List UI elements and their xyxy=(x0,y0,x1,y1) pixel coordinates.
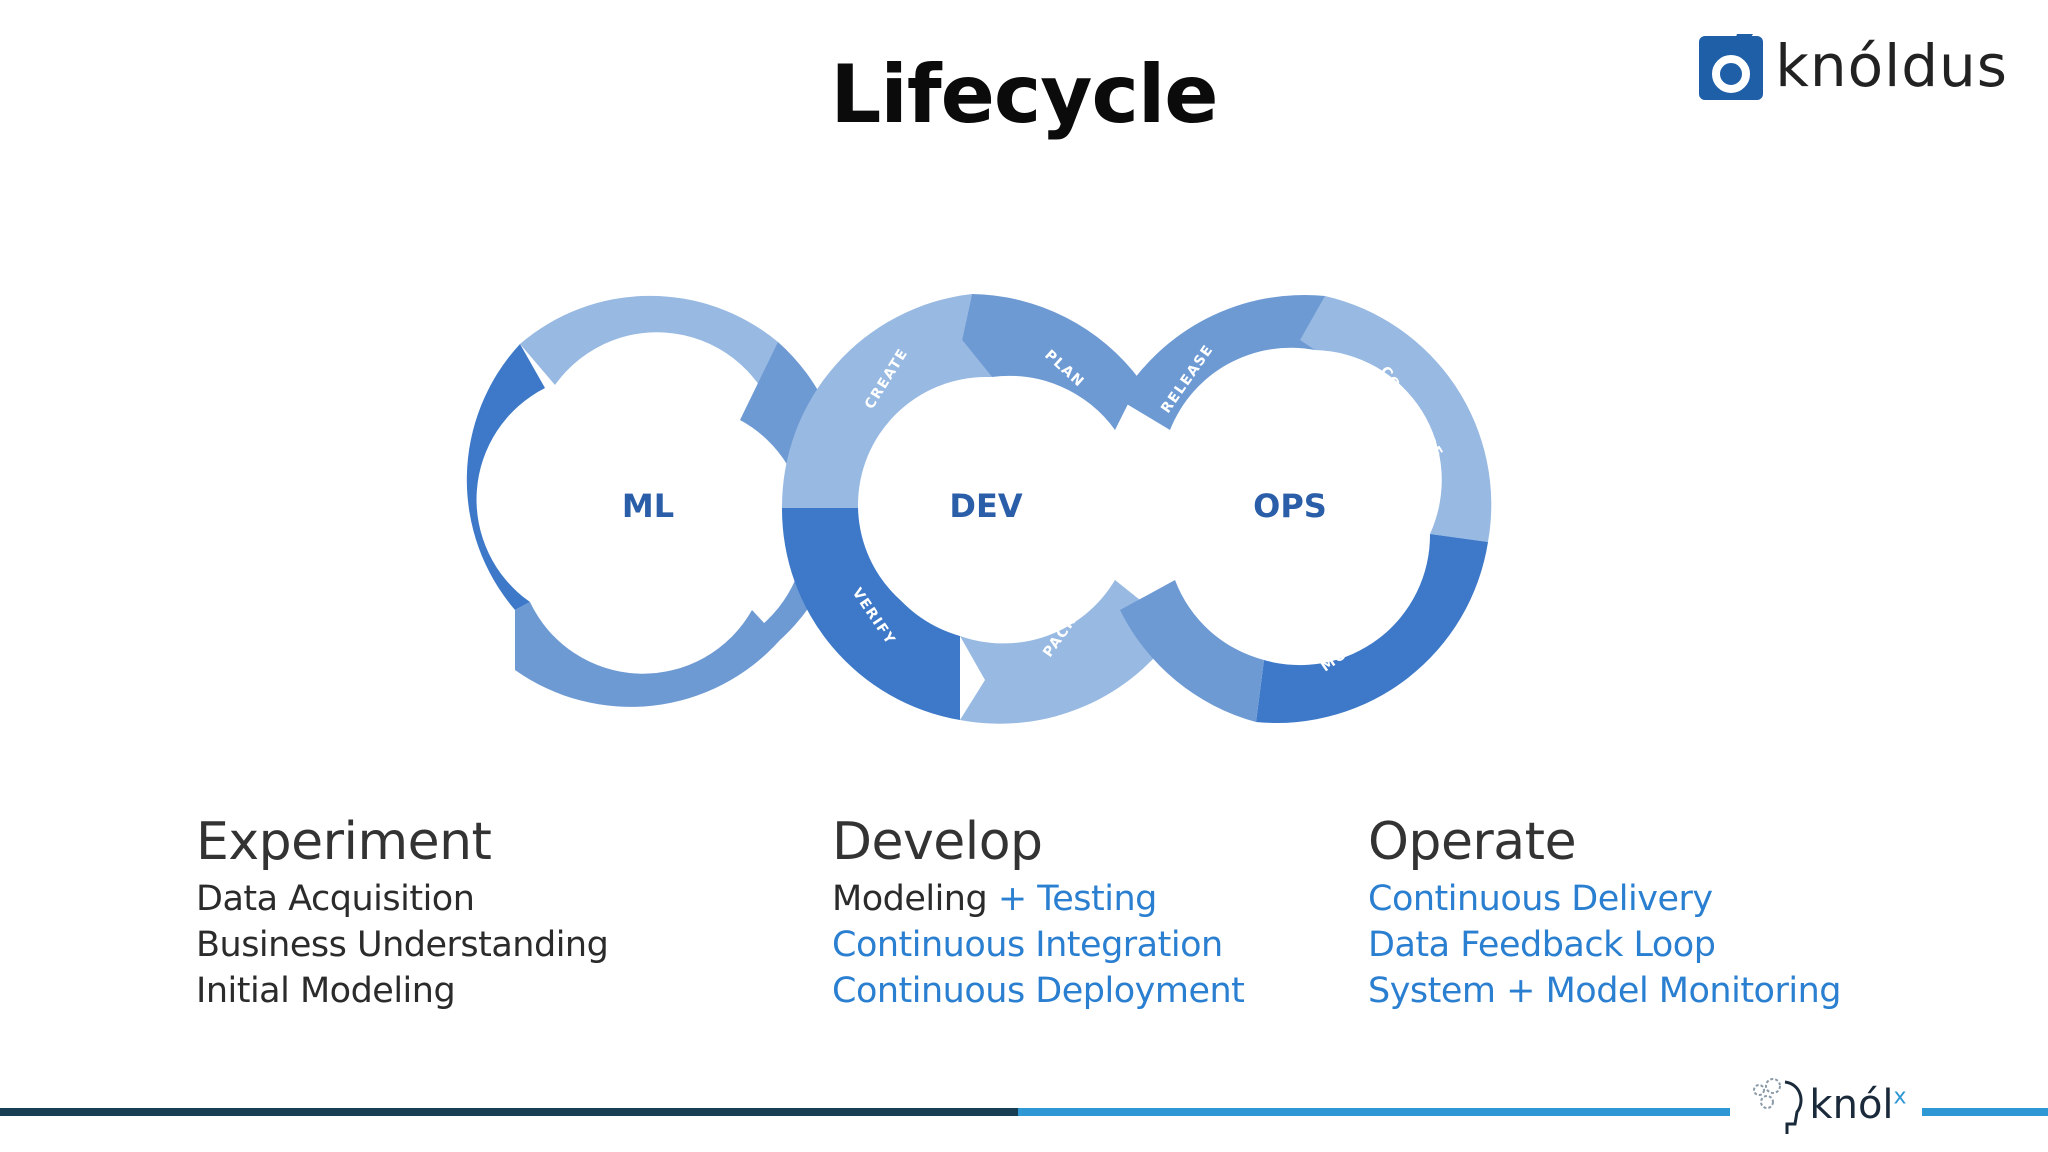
experiment-item: Initial Modeling xyxy=(196,971,456,1011)
develop-testing-text: + Testing xyxy=(987,879,1157,919)
knolx-brand: knól xyxy=(1809,1082,1894,1128)
slide-title: Lifecycle xyxy=(830,48,1218,141)
knoldus-logo: knóldus xyxy=(1699,32,2008,100)
operate-column: Operate Continuous Delivery Data Feedbac… xyxy=(1368,808,1841,1014)
operate-item: Data Feedback Loop xyxy=(1368,925,1716,965)
ops-segment-release xyxy=(1120,294,1325,430)
ops-segment-configure xyxy=(1300,296,1492,542)
knolx-brand-sup: x xyxy=(1893,1084,1907,1110)
footer-divider-light xyxy=(1018,1108,2048,1116)
experiment-heading: Experiment xyxy=(196,812,492,872)
ops-segment-monitor xyxy=(1256,534,1488,723)
dev-center-label: DEV xyxy=(949,487,1022,525)
develop-item: Continuous Deployment xyxy=(832,971,1245,1011)
dev-segment-verify xyxy=(781,508,960,720)
ops-segment-lower-left xyxy=(1120,580,1264,722)
ml-devops-lifecycle-diagram: ML DEV CREATE PLAN VERIFY PACKAGE OPS RE… xyxy=(466,294,1492,724)
knoldus-logo-mark-icon xyxy=(1699,34,1764,100)
dev-ring: DEV CREATE PLAN VERIFY PACKAGE xyxy=(781,294,1180,724)
develop-column: Develop Modeling + Testing Continuous In… xyxy=(832,808,1245,1014)
ml-center-label: ML xyxy=(622,487,674,525)
develop-modeling-text: Modeling xyxy=(832,879,988,919)
knolx-logo-text: knólx xyxy=(1809,1082,1906,1128)
ml-ring-segment-top xyxy=(520,295,820,450)
ml-ring-segment-left xyxy=(466,344,545,610)
dev-segment-create xyxy=(781,294,992,508)
operate-heading: Operate xyxy=(1368,812,1577,872)
experiment-column: Experiment Data Acquisition Business Und… xyxy=(196,808,609,1014)
develop-item-modeling-testing: Modeling + Testing xyxy=(832,876,1244,922)
dev-segment-plan xyxy=(962,294,1140,430)
ml-ring: ML xyxy=(466,295,846,707)
ml-ring-segment-bottom xyxy=(515,602,780,707)
operate-item: System + Model Monitoring xyxy=(1368,971,1841,1011)
knolx-logo: knólx xyxy=(1730,1058,1922,1152)
footer-divider-dark xyxy=(0,1108,1018,1116)
experiment-item: Business Understanding xyxy=(196,925,609,965)
develop-item: Continuous Integration xyxy=(832,925,1223,965)
experiment-item: Data Acquisition xyxy=(196,879,475,919)
ops-ring: OPS RELEASE CONFIGURE MONITOR xyxy=(1120,294,1492,723)
develop-heading: Develop xyxy=(832,812,1043,872)
ops-center-label: OPS xyxy=(1253,487,1327,525)
knoldus-logo-text: knóldus xyxy=(1775,32,2008,100)
knolx-head-gears-icon xyxy=(1753,1078,1803,1134)
operate-item: Continuous Delivery xyxy=(1368,879,1713,919)
